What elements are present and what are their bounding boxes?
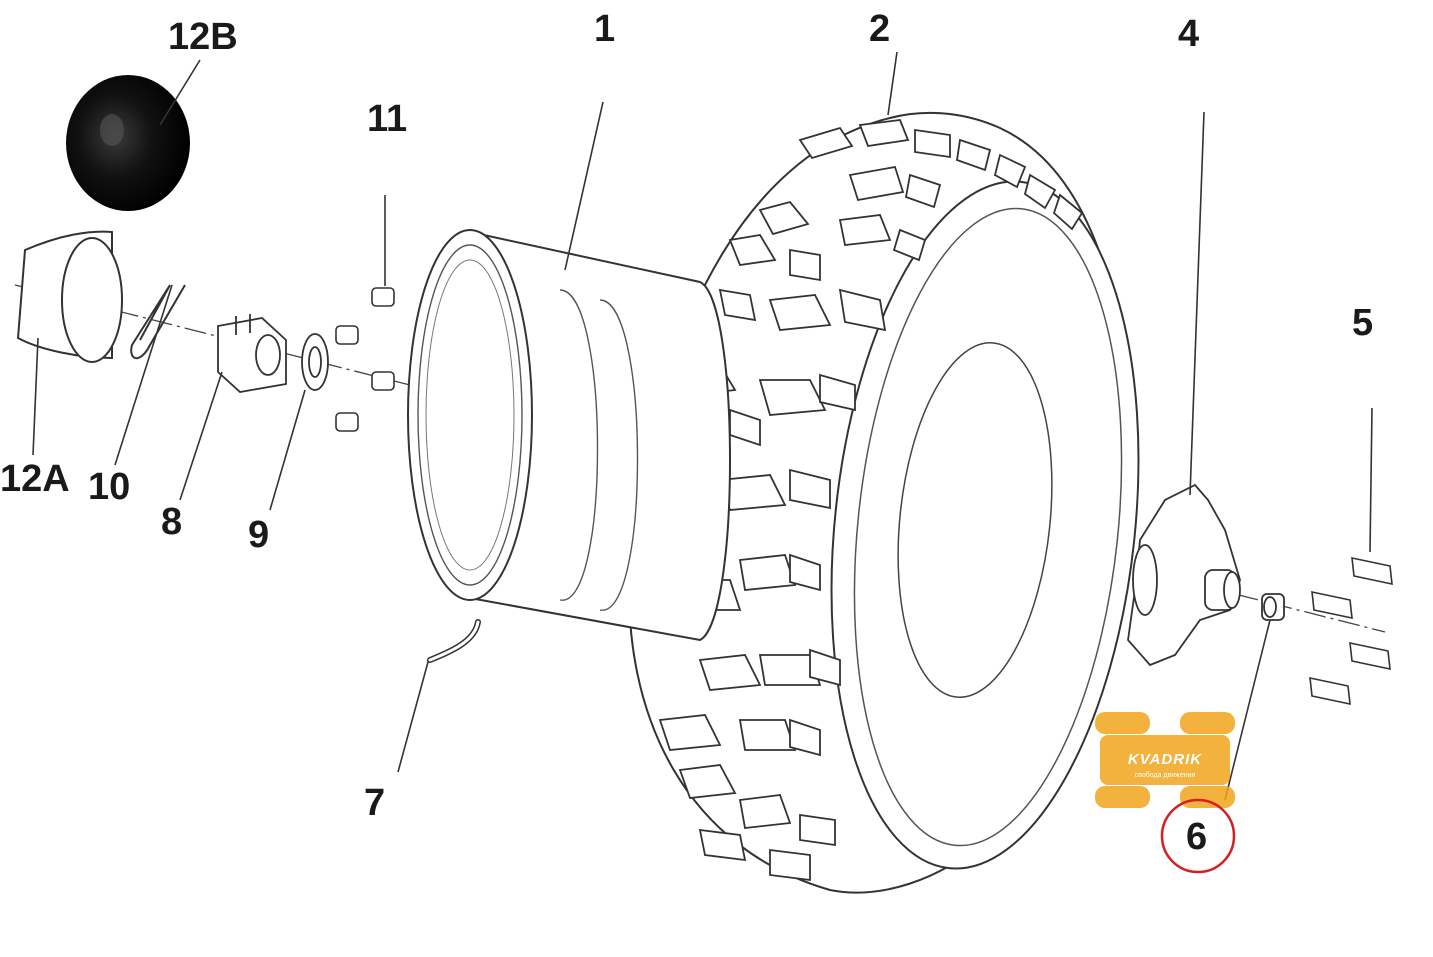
callout-10: 10 — [88, 466, 131, 508]
tire — [628, 111, 1140, 894]
watermark-tagline: свобода движения — [1135, 771, 1196, 779]
lug-nut — [1261, 593, 1285, 621]
highlight-circle — [1160, 798, 1236, 874]
callout-11: 11 — [367, 98, 408, 140]
callout-1: 1 — [594, 8, 616, 50]
valve-stem — [427, 619, 481, 663]
hub-cap-12a — [16, 230, 123, 363]
castle-nut — [217, 314, 287, 393]
callout-12a: 12A — [0, 458, 70, 500]
hub-cap-12b — [66, 75, 190, 211]
wheel-rim — [407, 229, 731, 642]
callout-12b: 12B — [168, 16, 238, 58]
callout-9: 9 — [248, 514, 270, 556]
cotter-pin — [130, 284, 186, 360]
watermark-brand: KVADRIK — [1128, 751, 1202, 768]
washer — [301, 333, 329, 391]
callout-2: 2 — [869, 8, 891, 50]
callout-8: 8 — [161, 501, 183, 543]
leader-lines — [32, 51, 1373, 801]
wheel-studs — [335, 287, 395, 432]
wheel-hub — [1127, 483, 1241, 667]
tire-tread — [638, 119, 1084, 882]
callout-6: 6 — [1186, 816, 1208, 858]
watermark-logo: KVADRIK свобода движения — [1095, 712, 1235, 808]
callout-7: 7 — [364, 782, 386, 824]
callout-5: 5 — [1352, 302, 1374, 344]
callout-4: 4 — [1178, 13, 1200, 55]
wheel-bolts — [1309, 556, 1393, 706]
